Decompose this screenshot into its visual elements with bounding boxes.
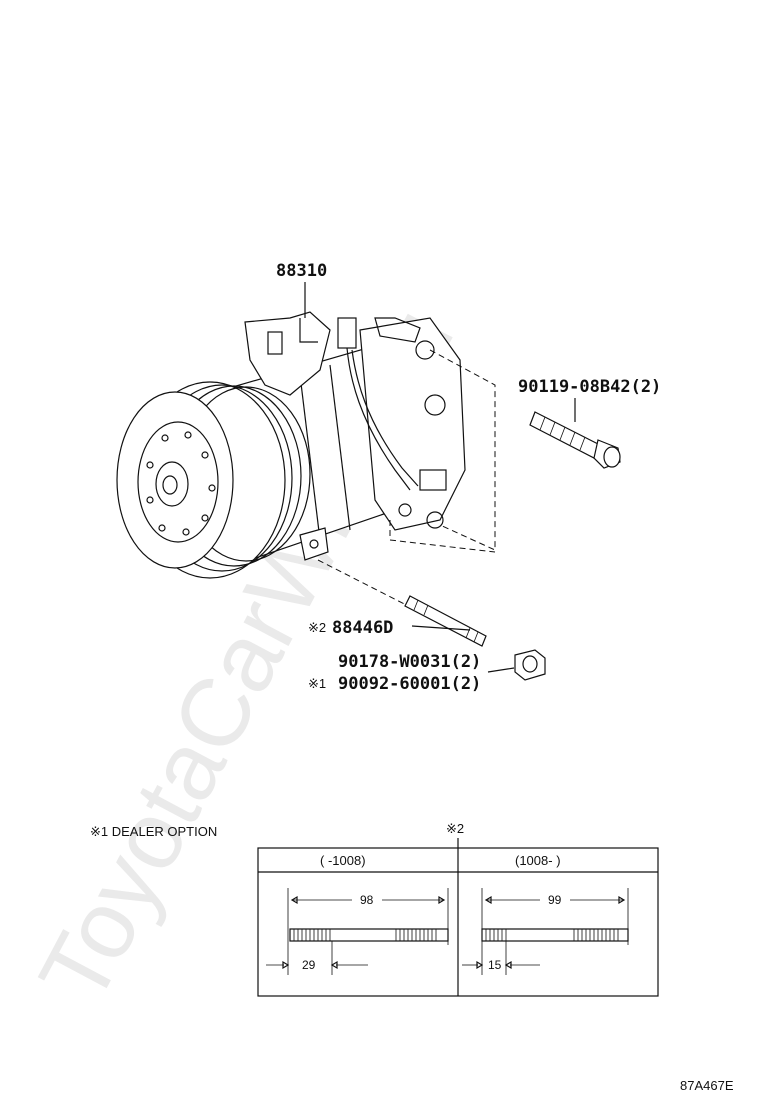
compressor-illustration: [116, 311, 466, 579]
callout-compressor: 88310: [276, 261, 327, 318]
callout-nut: 90178-W0031(2) ※1 90092-60001(2): [308, 652, 515, 694]
right-thread-length: 15: [488, 958, 502, 972]
part-number-nut-a: 90178-W0031(2): [338, 652, 481, 672]
callout-bolt: 90119-08B42(2): [518, 377, 661, 422]
part-number-compressor: 88310: [276, 261, 327, 281]
callout-stud: ※2 88446D: [308, 618, 471, 638]
nut-illustration: [514, 649, 546, 681]
alignment-lines: [317, 349, 496, 613]
figure-code: 87A467E: [680, 1078, 734, 1093]
right-column-header: (1008- ): [515, 853, 561, 868]
dealer-option-note: ※1 DEALER OPTION: [90, 824, 217, 839]
left-stud-drawing: 98 29: [266, 888, 449, 975]
left-column-header: ( -1008): [320, 853, 366, 868]
right-length: 99: [548, 893, 562, 907]
bolt-illustration: [529, 411, 621, 469]
part-number-nut-b: 90092-60001(2): [338, 674, 481, 694]
table-mark: ※2: [446, 821, 464, 836]
right-stud-drawing: 99 15: [462, 888, 629, 975]
left-length: 98: [360, 893, 374, 907]
part-number-stud: 88446D: [332, 618, 393, 638]
left-thread-length: 29: [302, 958, 316, 972]
nut-b-mark: ※1: [308, 676, 326, 691]
part-number-bolt: 90119-08B42(2): [518, 377, 661, 397]
stud-illustration: [404, 595, 487, 647]
stud-dimension-table: ( -1008) (1008- ) 98 29: [257, 847, 659, 997]
stud-mark: ※2: [308, 620, 326, 635]
